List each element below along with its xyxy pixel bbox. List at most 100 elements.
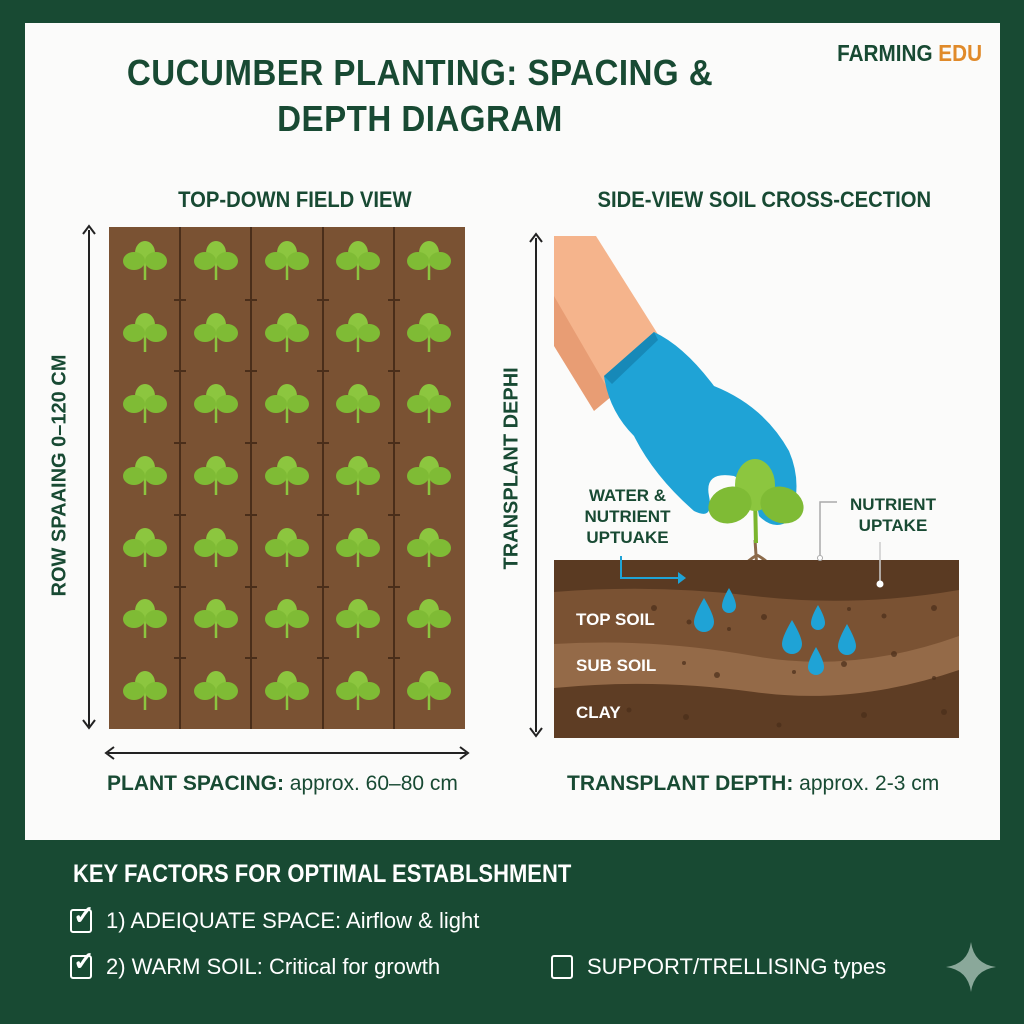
spacing-tick [316, 370, 329, 373]
field-grid [109, 227, 465, 729]
cucumber-seedling-icon [336, 311, 381, 353]
cucumber-seedling-icon [336, 669, 381, 711]
plant-spacing-arrow [108, 752, 466, 754]
cucumber-seedling-icon [265, 669, 309, 711]
spacing-tick [174, 298, 187, 301]
checkbox-checked[interactable]: ✓ [70, 902, 95, 933]
cucumber-seedling-icon [193, 454, 238, 496]
spacing-tick [387, 298, 400, 301]
cucumber-seedling-icon [193, 311, 238, 353]
spacing-tick [387, 442, 400, 445]
cucumber-seedling-icon [122, 454, 167, 496]
cucumber-seedling-icon [407, 454, 452, 496]
cucumber-seedling-icon [193, 382, 238, 424]
cucumber-seedling-icon [407, 239, 452, 281]
row-spacing-arrow [88, 230, 90, 726]
checkbox-checked[interactable]: ✓ [70, 948, 95, 979]
key-factors-title: KEY FACTORS FOR OPTIMAL ESTABLSHMENT [73, 860, 572, 888]
checklist-label: 1) ADEIQUATE SPACE: Airflow & light [106, 908, 480, 933]
arrow-up-icon [529, 232, 543, 243]
spacing-tick [174, 657, 187, 660]
arrow-up-icon [82, 224, 96, 235]
caption-bold: PLANT SPACING: [107, 772, 284, 795]
layer-label-clay: CLAY [576, 703, 621, 722]
depth-label: TRANSPLANT DEPHI [500, 367, 523, 570]
spacing-tick [174, 585, 187, 588]
layer-label-sub-soil: SUB SOIL [576, 656, 657, 675]
checklist-item-trellising[interactable]: SUPPORT/TRELLISING types [551, 954, 886, 980]
spacing-tick [316, 657, 329, 660]
spacing-tick [316, 585, 329, 588]
callout-leader-icon [817, 501, 884, 588]
spacing-tick [245, 513, 258, 516]
cucumber-seedling-icon [265, 239, 309, 281]
sparkle-icon [946, 942, 996, 992]
cucumber-seedling-icon [122, 526, 167, 568]
cucumber-seedling-icon [265, 597, 309, 639]
caption-rest: approx. 2-3 cm [793, 772, 940, 795]
callout-arrow-icon [620, 556, 686, 584]
cucumber-seedling-icon [193, 669, 238, 711]
callout-water-nutrient: WATER & NUTRIENT UPTUAKE [584, 486, 671, 547]
cucumber-seedling-icon [193, 526, 238, 568]
side-view-title: SIDE-VIEW SOIL CROSS-CECTION [597, 187, 932, 212]
checklist-item-warm-soil[interactable]: ✓ 2) WARM SOIL: Critical for growth [70, 948, 441, 980]
layer-label-top-soil: TOP SOIL [576, 610, 655, 629]
spacing-tick [174, 370, 187, 373]
cucumber-seedling-icon [407, 597, 452, 639]
spacing-tick [174, 513, 187, 516]
arrow-left-icon [104, 746, 115, 760]
top-view-title: TOP-DOWN FIELD VIEW [178, 187, 412, 212]
cucumber-seedling-icon [336, 597, 381, 639]
spacing-tick [387, 370, 400, 373]
cucumber-seedling-icon [265, 526, 309, 568]
spacing-tick [316, 298, 329, 301]
spacing-tick [316, 442, 329, 445]
cucumber-seedling-icon [407, 526, 452, 568]
checkmark-icon: ✓ [73, 900, 95, 930]
cucumber-seedling-icon [407, 311, 452, 353]
row-divider [392, 227, 395, 729]
cucumber-seedling-icon [407, 669, 452, 711]
checklist-item-space[interactable]: ✓ 1) ADEIQUATE SPACE: Airflow & light [70, 902, 480, 934]
spacing-tick [245, 442, 258, 445]
checkbox-unchecked[interactable] [551, 955, 573, 979]
cucumber-seedling-icon [265, 454, 309, 496]
spacing-tick [387, 585, 400, 588]
spacing-tick [245, 657, 258, 660]
cucumber-seedling-icon [122, 382, 167, 424]
cucumber-seedling-icon [265, 311, 309, 353]
caption-bold: TRANSPLANT DEPTH: [567, 772, 794, 795]
seedling-icon [708, 459, 804, 595]
callout-nutrient-uptake: NUTRIENT UPTAKE [850, 495, 936, 535]
cucumber-seedling-icon [265, 382, 309, 424]
brand-accent: EDU [938, 40, 982, 66]
cucumber-seedling-icon [336, 526, 381, 568]
arrow-right-icon [459, 746, 470, 760]
cucumber-seedling-icon [193, 597, 238, 639]
transplant-depth-caption: TRANSPLANT DEPTH: approx. 2-3 cm [567, 772, 939, 796]
checkmark-icon: ✓ [73, 946, 95, 976]
cucumber-seedling-icon [122, 597, 167, 639]
checklist-label: 2) WARM SOIL: Critical for growth [106, 954, 441, 979]
caption-rest: approx. 60–80 cm [283, 772, 458, 795]
checklist-label: SUPPORT/TRELLISING types [587, 954, 887, 979]
row-divider [250, 227, 253, 729]
soil-cross-section [554, 560, 959, 738]
cucumber-seedling-icon [122, 311, 167, 353]
brand-main: FARMING [837, 40, 933, 66]
cucumber-seedling-icon [336, 454, 381, 496]
page-title: CUCUMBER PLANTING: SPACING & DEPTH DIAGR… [126, 52, 714, 139]
cucumber-seedling-icon [336, 382, 381, 424]
cucumber-seedling-icon [122, 669, 167, 711]
row-divider [321, 227, 324, 729]
cucumber-seedling-icon [336, 239, 381, 281]
spacing-tick [245, 370, 258, 373]
row-spacing-label: ROW SPAAING 0–120 CM [48, 354, 71, 597]
spacing-tick [387, 513, 400, 516]
cucumber-seedling-icon [122, 239, 167, 281]
row-divider [179, 227, 182, 729]
spacing-tick [316, 513, 329, 516]
plant-spacing-caption: PLANT SPACING: approx. 60–80 cm [107, 772, 458, 796]
arrow-down-icon [529, 727, 543, 738]
